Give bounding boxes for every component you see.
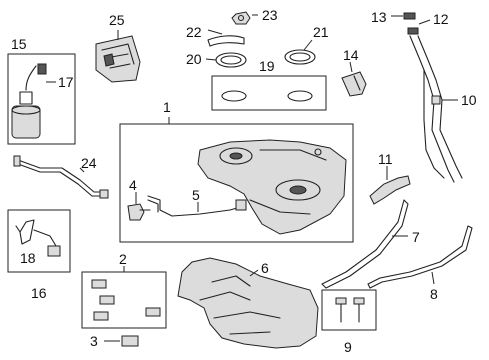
part-23-nut [231, 11, 251, 25]
part-17-sender [11, 63, 47, 139]
part-1-fuel-tank [197, 139, 347, 235]
callout-18: 18 [20, 250, 36, 266]
part-10-filler-pipe [409, 35, 463, 183]
lead-24 [79, 167, 85, 173]
callout-9: 9 [344, 339, 352, 355]
part-19-seal-right [287, 90, 313, 102]
callout-2: 2 [119, 251, 127, 267]
callout-6: 6 [261, 260, 269, 276]
part-9-bolts [335, 297, 365, 323]
callout-8: 8 [430, 286, 438, 302]
part-12-cap [407, 27, 419, 35]
callout-25: 25 [109, 12, 125, 28]
callout-19: 19 [259, 58, 275, 74]
part-19-box [211, 75, 327, 111]
callout-1: 1 [163, 99, 171, 115]
part-2-pads [91, 279, 161, 321]
callout-17: 17 [58, 74, 74, 90]
part-15-box [7, 53, 76, 145]
part-1-box [119, 123, 354, 243]
callout-14: 14 [343, 47, 359, 63]
part-11-hose [369, 175, 411, 205]
callout-5: 5 [192, 187, 200, 203]
part-4-clip [127, 203, 151, 221]
part-3-pad [121, 335, 139, 347]
lead-8 [431, 271, 435, 285]
callout-12: 12 [433, 11, 449, 27]
part-25-bracket [95, 35, 141, 83]
part-24-line [13, 155, 109, 199]
callout-24: 24 [81, 155, 97, 171]
part-8-strap [367, 225, 473, 289]
callout-11: 11 [378, 151, 393, 167]
lead-14 [349, 61, 353, 73]
callout-16: 16 [31, 285, 47, 301]
part-13-cap [403, 12, 416, 20]
callout-10: 10 [461, 92, 477, 108]
part-9-box [321, 289, 377, 331]
lead-6 [249, 269, 259, 277]
callout-7: 7 [412, 229, 420, 245]
lead-20 [205, 58, 217, 61]
lead-21 [303, 39, 313, 51]
part-6-heat-shield [177, 257, 319, 349]
lead-12 [418, 19, 431, 25]
part-7-strap [321, 199, 409, 289]
part-5-harness [147, 195, 247, 217]
part-16-box [7, 209, 71, 273]
part-19-seal-left [221, 90, 247, 102]
part-14-valve [341, 71, 367, 97]
callout-23: 23 [262, 7, 278, 23]
part-22-strap [207, 35, 245, 47]
part-21-ring [284, 49, 316, 65]
callout-3: 3 [90, 333, 98, 349]
callout-15: 15 [11, 36, 27, 52]
callout-13: 13 [371, 9, 387, 25]
part-18-gauge-unit [15, 219, 61, 257]
callout-20: 20 [186, 51, 202, 67]
lead-22 [207, 29, 223, 35]
callout-22: 22 [186, 24, 202, 40]
callout-4: 4 [129, 177, 137, 193]
part-20-ring [215, 52, 247, 68]
callout-21: 21 [313, 24, 329, 40]
